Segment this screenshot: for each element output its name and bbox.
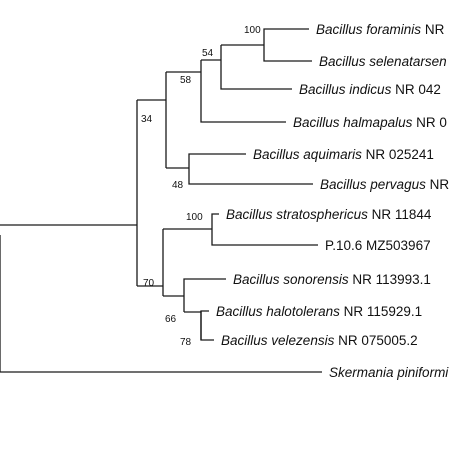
tip-label: Bacillus velezensis NR 075005.2 xyxy=(221,333,418,348)
tree-branches xyxy=(0,28,322,373)
tip-label: Bacillus sonorensis NR 113993.1 xyxy=(233,272,431,287)
stratosphericus-clade-branch xyxy=(163,213,318,246)
bootstrap-values: 100 54 58 34 48 100 70 66 78 xyxy=(141,25,261,348)
bootstrap-value: 34 xyxy=(141,114,153,125)
tip-label: Bacillus stratosphericus NR 11844 xyxy=(226,207,432,222)
bootstrap-value: 58 xyxy=(180,75,192,86)
foraminis-clade-branch xyxy=(221,28,312,62)
tip-label: Bacillus indicus NR 042 xyxy=(299,82,441,97)
aquimaris-clade-branch xyxy=(166,153,313,185)
tip-label: Bacillus halmapalus NR 0 xyxy=(293,115,447,130)
indicus-clade-branch xyxy=(201,45,292,90)
tip-label: Bacillus selenatarsen xyxy=(319,54,447,69)
group-a-stem xyxy=(137,72,167,168)
bootstrap-value: 70 xyxy=(143,278,155,289)
bootstrap-value: 48 xyxy=(172,180,184,191)
tip-labels: Bacillus foraminis NR Bacillus selenatar… xyxy=(216,22,449,380)
tip-label: Bacillus halotolerans NR 115929.1 xyxy=(216,304,422,319)
outgroup-branch xyxy=(0,235,322,373)
bootstrap-value: 78 xyxy=(180,337,192,348)
tip-label: Bacillus pervagus NR xyxy=(320,177,449,192)
bootstrap-value: 66 xyxy=(165,314,177,325)
bootstrap-value: 54 xyxy=(202,48,214,59)
tip-label: Bacillus foraminis NR xyxy=(316,22,445,37)
group-b-stem xyxy=(137,229,164,296)
halotolerans-clade-branch xyxy=(184,310,214,341)
sonorensis-clade-branch xyxy=(163,278,226,312)
tip-label: P.10.6 MZ503967 xyxy=(325,238,431,253)
halmapalus-clade-branch xyxy=(166,60,286,123)
bootstrap-value: 100 xyxy=(186,212,203,223)
tip-label: Skermania piniformi xyxy=(329,365,449,380)
tip-label: Bacillus aquimaris NR 025241 xyxy=(253,147,434,162)
bootstrap-value: 100 xyxy=(244,25,261,36)
